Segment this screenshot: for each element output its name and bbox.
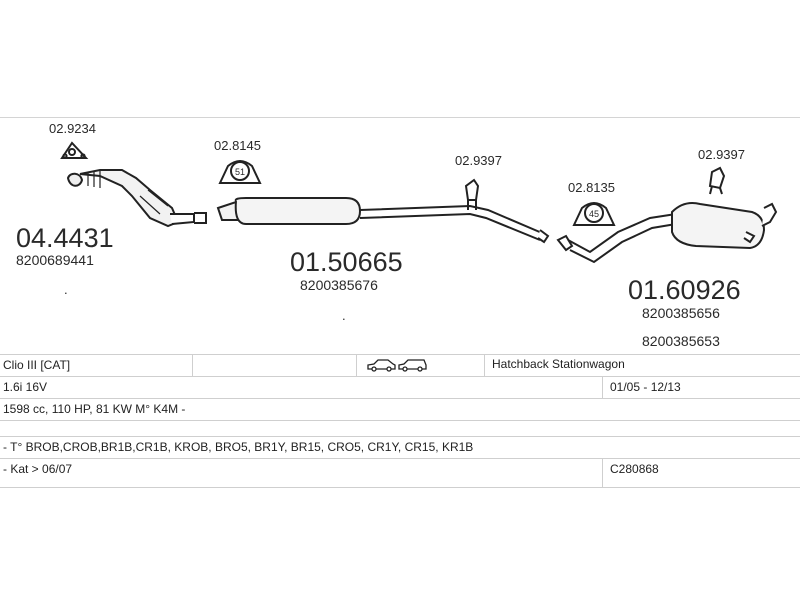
model-cell: Clio III [CAT] <box>3 358 71 372</box>
table-row: 1598 cc, 110 HP, 81 KW M° K4M - <box>0 398 800 421</box>
car-icon <box>367 359 427 372</box>
top-rule <box>0 117 800 118</box>
clamp-51-size: 51 <box>235 167 245 177</box>
clamp-51-number: 02.8145 <box>214 138 261 153</box>
clamp-45-number: 02.8135 <box>568 180 615 195</box>
spec-cell: 1598 cc, 110 HP, 81 KW M° K4M - <box>3 402 186 416</box>
gasket-top-number: 02.9234 <box>49 121 96 136</box>
table-row: 1.6i 16V 01/05 - 12/13 <box>0 376 800 399</box>
table-row: Clio III [CAT] Hatchback Stationwagon <box>0 354 800 377</box>
middle-silencer-oem: 8200385676 <box>300 277 378 293</box>
clamp-45-size: 45 <box>589 209 599 219</box>
rear-silencer-oem-1: 8200385656 <box>642 305 720 321</box>
rear-silencer <box>556 202 778 264</box>
middle-silencer-number: 01.50665 <box>290 247 403 277</box>
rear-silencer-oem-2: 8200385653 <box>642 333 720 349</box>
front-pipe-oem: 8200689441 <box>16 252 94 268</box>
rubber-hanger-icon <box>464 178 480 210</box>
table-row: - T° BROB,CROB,BR1B,CR1B, KROB, BRO5, BR… <box>0 436 800 459</box>
middle-silencer <box>216 197 550 244</box>
rear-silencer-number: 01.60926 <box>628 275 741 305</box>
hanger-rear-number: 02.9397 <box>698 147 745 162</box>
hanger-mid-number: 02.9397 <box>455 153 502 168</box>
rubber-hanger-icon <box>708 166 726 195</box>
body-types-cell: Hatchback Stationwagon <box>492 357 625 371</box>
clamp-45-icon: 45 <box>572 202 616 226</box>
car-body-icons <box>366 357 428 376</box>
kat-cell: - Kat > 06/07 <box>3 462 73 476</box>
front-pipe-catalyst <box>66 169 207 228</box>
dates-cell: 01/05 - 12/13 <box>610 380 681 394</box>
triangle-gasket-icon <box>60 141 89 159</box>
table-row <box>0 420 800 437</box>
clamp-51-icon: 51 <box>218 160 262 184</box>
front-pipe-number: 04.4431 <box>16 223 114 253</box>
dot-mark: . <box>342 308 346 323</box>
table-row: - Kat > 06/07 C280868 <box>0 458 800 488</box>
dot-mark: . <box>64 282 68 297</box>
code-cell: C280868 <box>610 462 659 476</box>
engine-cell: 1.6i 16V <box>3 380 48 394</box>
types-cell: - T° BROB,CROB,BR1B,CR1B, KROB, BRO5, BR… <box>3 440 474 454</box>
